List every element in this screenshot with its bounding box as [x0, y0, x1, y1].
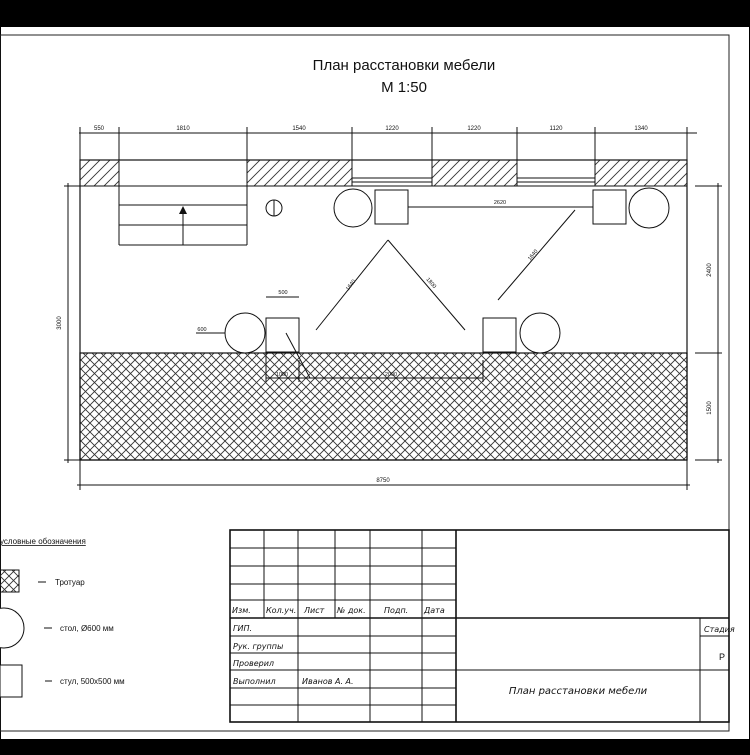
- facade-wall: [79, 159, 688, 187]
- top-dimension-line: [79, 127, 697, 160]
- stamp-role-gip: ГИП.: [233, 624, 252, 633]
- windows: [351, 159, 596, 187]
- stamp-col-izm: Изм.: [232, 606, 251, 615]
- plan-title: План расстановки мебели: [313, 57, 496, 74]
- sidewalk-area: [79, 352, 688, 461]
- chair-top-left: [374, 189, 409, 225]
- stamp-role-done: Выполнил: [233, 677, 276, 686]
- utility-symbol: [265, 199, 283, 217]
- dim-bottom-small: 1000: [276, 372, 288, 378]
- table-top-right: [628, 187, 670, 229]
- plan-scale: М 1:50: [381, 79, 427, 96]
- circle-icon: [0, 607, 25, 649]
- bottom-dimension-line: [77, 460, 690, 490]
- stamp-drawing-title: План расстановки мебели: [509, 685, 648, 697]
- square-icon: [0, 664, 23, 698]
- left-dim: 3000: [57, 316, 63, 330]
- chair-bottom-right: [482, 317, 517, 353]
- legend-label-table: стол, Ø600 мм: [60, 624, 114, 633]
- dim-chair-width: 500: [278, 290, 287, 296]
- right-dimension-line: [695, 183, 722, 463]
- legend-heading: условные обозначения: [0, 537, 86, 546]
- top-dim-1: 550: [94, 126, 105, 132]
- entrance-stairs: [118, 185, 248, 246]
- stamp-col-date: Дата: [423, 606, 445, 615]
- right-dim-lower: 1500: [707, 401, 713, 415]
- table-bottom-right: [519, 312, 561, 354]
- top-dim-4: 1220: [385, 126, 399, 132]
- legend-label-sidewalk: Тротуар: [55, 578, 85, 587]
- top-dim-6: 1120: [550, 126, 564, 132]
- dim-bottom-long: 2000: [385, 372, 397, 378]
- top-dim-7: 1340: [634, 126, 648, 132]
- stamp-col-doc: № док.: [336, 606, 366, 615]
- legend-label-chair: стул, 500х500 мм: [60, 677, 125, 686]
- chair-bottom-left: [265, 317, 300, 353]
- chair-top-right: [592, 189, 627, 225]
- interior-dimensions: [196, 206, 593, 382]
- stamp-stage-value: Р: [719, 652, 725, 662]
- table-bottom-left: [224, 312, 266, 354]
- stamp-col-sign: Подп.: [384, 606, 408, 615]
- bottom-dim: 8750: [376, 478, 390, 484]
- right-dim-upper: 2400: [707, 263, 713, 277]
- hatch-square-icon: [0, 569, 20, 593]
- top-dim-3: 1540: [292, 126, 306, 132]
- stamp-executor: Иванов А. А.: [302, 677, 354, 686]
- stamp-role-checked: Проверил: [233, 659, 274, 668]
- top-dim-2: 1810: [176, 126, 190, 132]
- stamp-col-list: Лист: [303, 606, 325, 615]
- title-block: [229, 529, 730, 723]
- top-dim-5: 1220: [467, 126, 481, 132]
- stamp-stage-label: Стадия: [704, 625, 735, 634]
- dim-table-left: 600: [197, 327, 206, 333]
- left-dimension-line: [64, 183, 80, 463]
- stamp-col-koluch: Кол.уч.: [266, 606, 296, 615]
- stamp-role-lead: Рук. группы: [233, 642, 283, 651]
- dim-horizontal-top: 2620: [494, 200, 506, 206]
- table-top-left: [333, 188, 373, 228]
